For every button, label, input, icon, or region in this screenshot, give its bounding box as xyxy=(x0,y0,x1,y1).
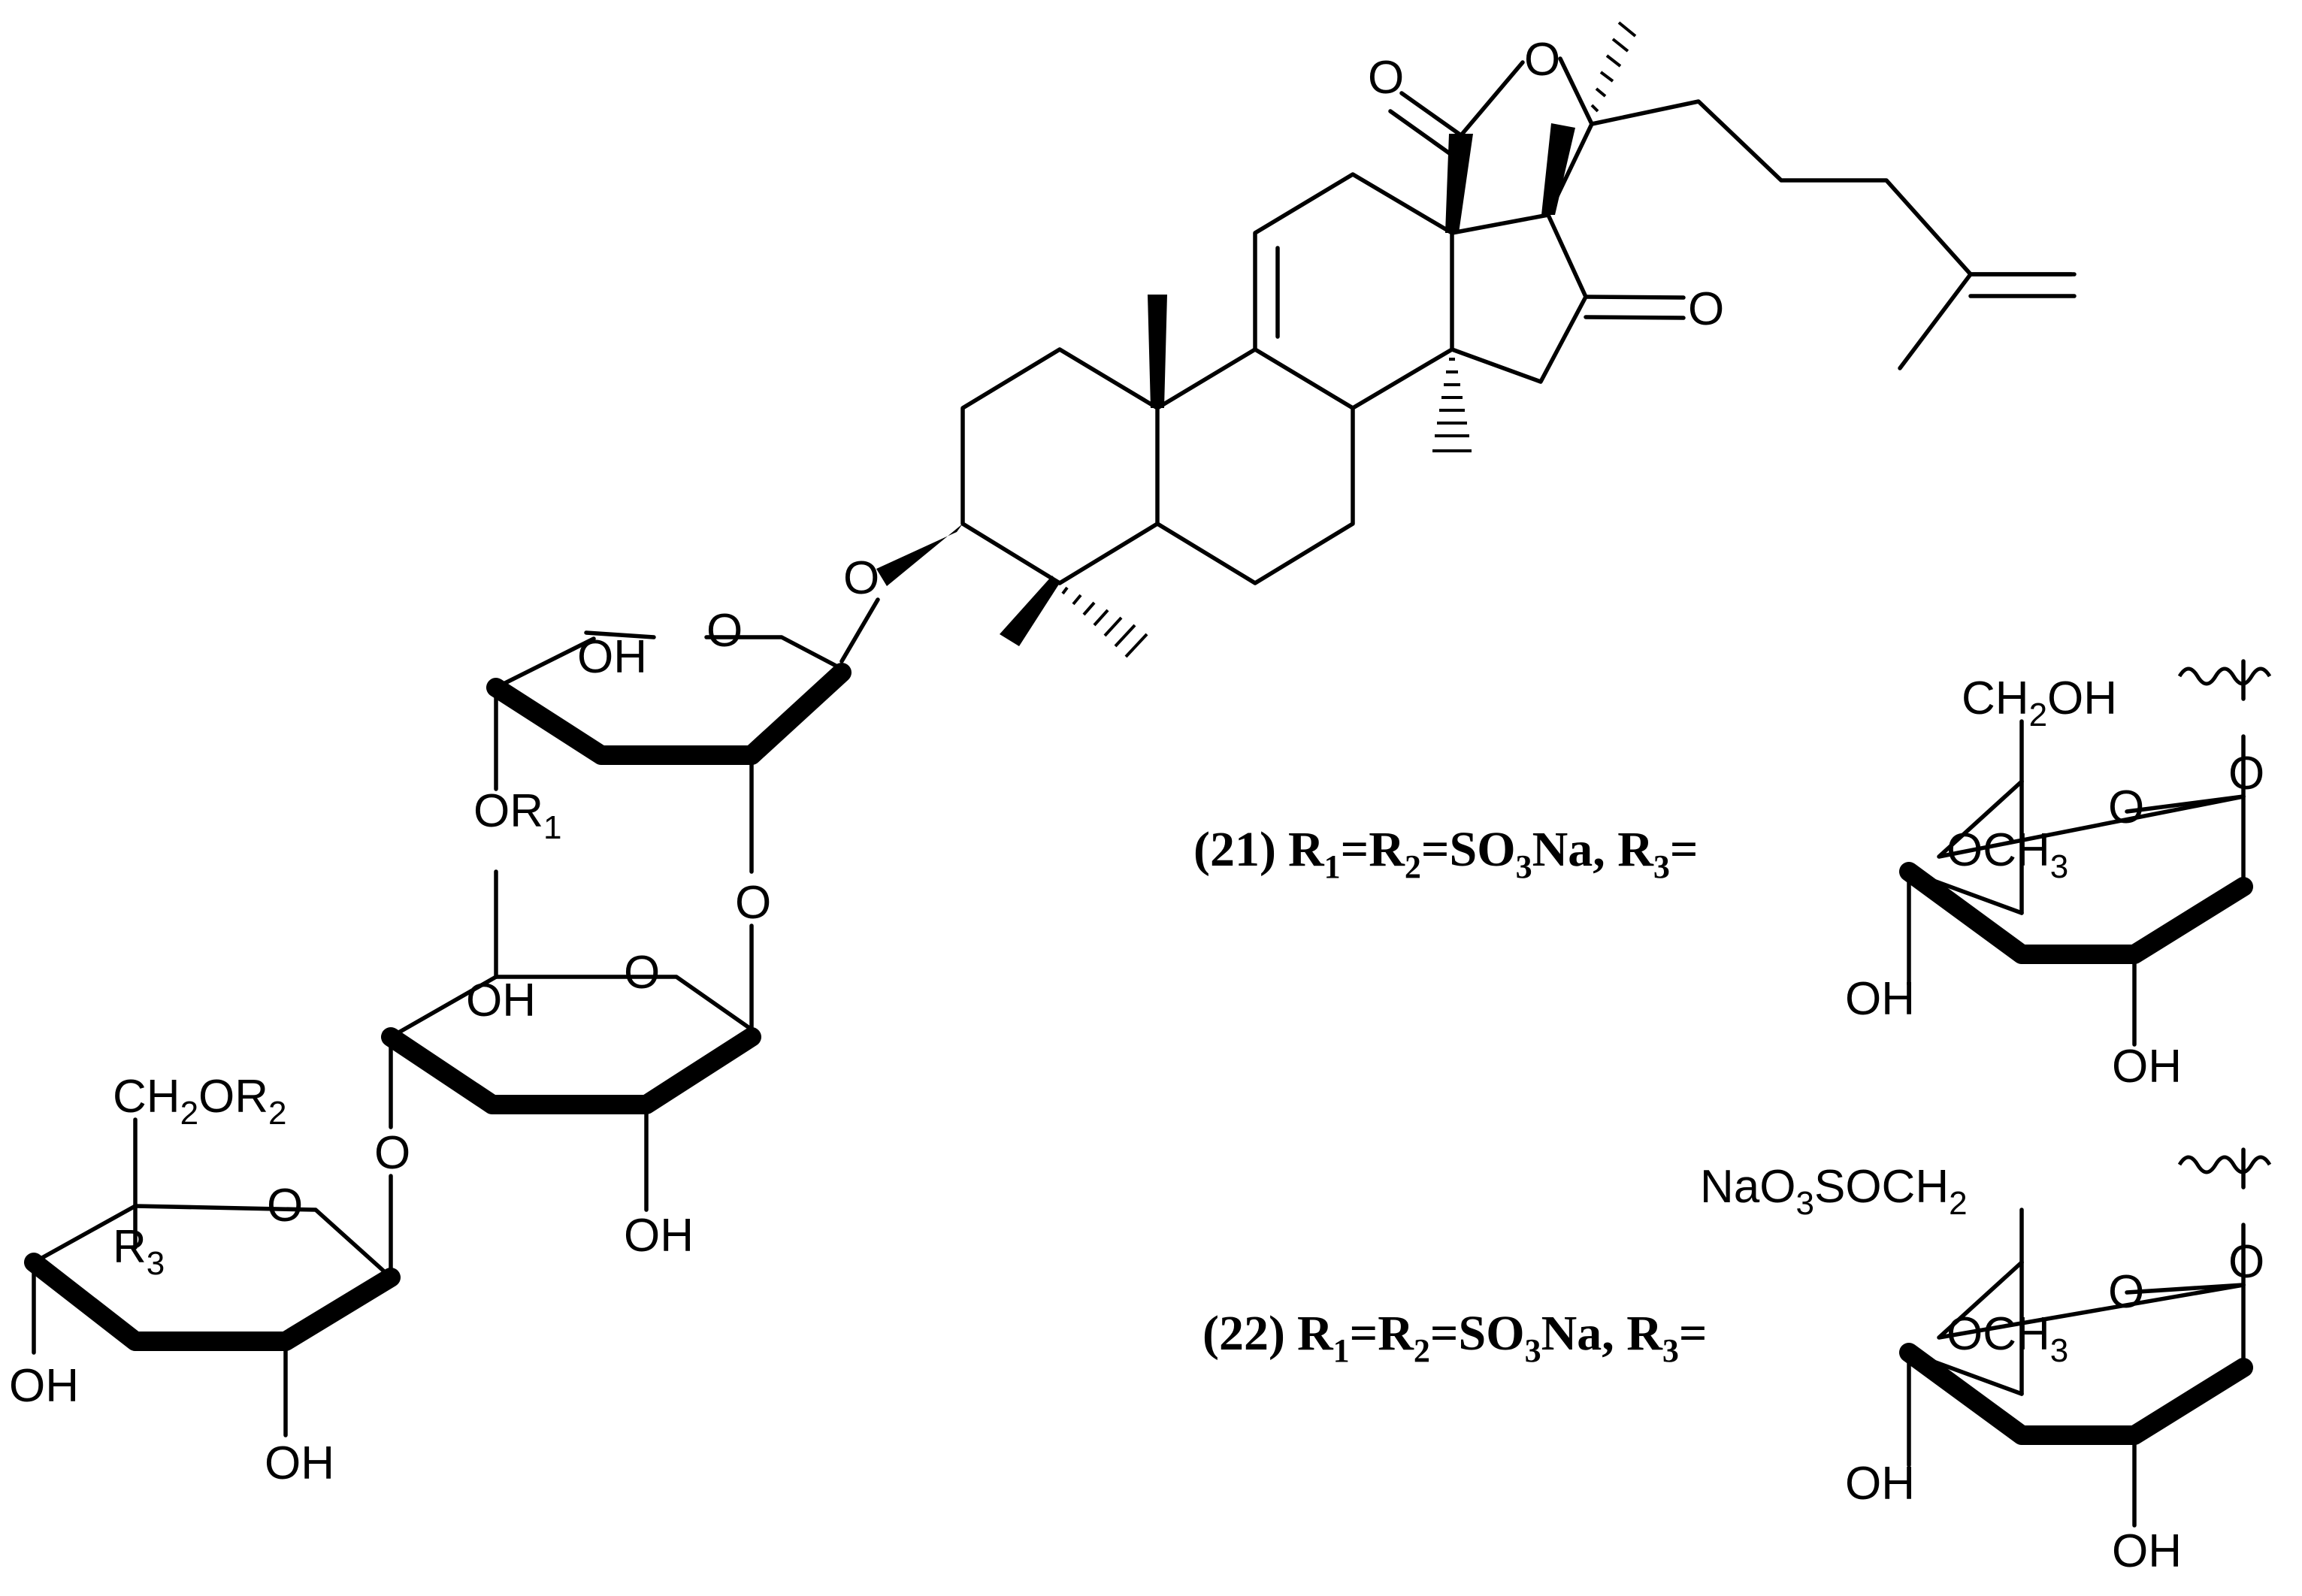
atom-glycosidic-o2: O xyxy=(735,877,771,929)
compound-22-so3-sub: 3 xyxy=(1525,1332,1541,1369)
compound-22-r2-sub: 2 xyxy=(1414,1332,1430,1369)
compound-22-r1-sub: 1 xyxy=(1333,1332,1350,1369)
compound-21-r1: R xyxy=(1288,822,1325,877)
compound-21-r2-sub: 2 xyxy=(1405,848,1421,885)
xylose-or1-main: OR xyxy=(473,785,543,837)
compound-22-substituent: NaO3SOCH2 xyxy=(1700,1161,1968,1222)
quinovose-bonds xyxy=(389,869,754,1212)
compound-21-ch2oh: CH2OH xyxy=(1962,673,2117,733)
compound-22-caption: (22)R1=R2=SO3Na, R3= xyxy=(1202,1306,1708,1369)
terminal-sugar-bonds xyxy=(32,1117,393,1437)
ring-b-bonds xyxy=(1155,347,1355,585)
xylose-ring-top xyxy=(584,630,656,639)
atom-lactone-ring-o: O xyxy=(1524,34,1560,86)
compound-21-och3: OCH3 xyxy=(1947,824,2068,885)
terminal-r3-sub: 3 xyxy=(147,1245,165,1282)
compound-21-ch2-main: CH xyxy=(1962,673,2029,724)
compound-22-eq2: =SO xyxy=(1430,1306,1525,1361)
compound-22-oh-bottom: OH xyxy=(2112,1525,2182,1577)
stereo-wedges xyxy=(876,123,1575,646)
compound-22-attach-o: O xyxy=(2228,1236,2264,1288)
compound-21-eq3: = xyxy=(1670,822,1699,877)
compound-22-r3-sub: 3 xyxy=(1662,1332,1679,1369)
compound-21-eq1: =R xyxy=(1341,822,1406,877)
compound-22-sub-2: 2 xyxy=(1949,1185,1967,1222)
compound-21-ch2-oh: OH xyxy=(2047,673,2117,724)
xylose-or1-sub: 1 xyxy=(543,809,561,846)
atom-xylose-ring-o: O xyxy=(706,605,743,657)
compound-22-ring-o: O xyxy=(2108,1266,2144,1318)
atom-terminal-ch2or2: CH2OR2 xyxy=(113,1071,287,1132)
compound-22-eq1: =R xyxy=(1350,1306,1415,1361)
terminal-ch2-main: CH xyxy=(113,1071,180,1123)
ring-a-bonds xyxy=(960,347,1160,585)
compound-22-och3-main: OCH xyxy=(1947,1308,2050,1360)
compound-22-na: Na, R xyxy=(1541,1306,1664,1361)
compound-21-ch2-sub: 2 xyxy=(2029,697,2047,733)
atom-quinovose-oh-upper: OH xyxy=(466,975,536,1026)
compound-22-sugar-bonds xyxy=(1907,1147,2246,1528)
compound-21-ring-bold-edge xyxy=(1899,862,2253,964)
atom-terminal-ring-o: O xyxy=(267,1180,303,1232)
atom-ketone-o: O xyxy=(1688,283,1724,335)
atom-terminal-oh-left: OH xyxy=(9,1360,79,1412)
compound-22-number: (22) xyxy=(1202,1306,1285,1361)
compound-21-oh-bottom: OH xyxy=(2112,1041,2182,1093)
compound-22-ring-bold-edge xyxy=(1899,1343,2253,1445)
terminal-ch2-sub: 2 xyxy=(180,1095,198,1132)
atom-xylose-or1: OR1 xyxy=(473,785,561,846)
stereo-hashes xyxy=(1061,21,1637,658)
compound-22-attachment-wavy xyxy=(2177,1155,2272,1174)
compound-21-na: Na, R xyxy=(1532,822,1655,877)
quinovose-ring-bold-edge xyxy=(381,1027,761,1114)
xylose-ring-bold-edge xyxy=(486,663,852,765)
compound-22-eq3: = xyxy=(1679,1306,1708,1361)
compound-22-sub-3: 3 xyxy=(1795,1185,1813,1222)
atom-glycosidic-o1: O xyxy=(843,552,879,604)
terminal-r3-main: R xyxy=(113,1221,147,1273)
compound-22-och3: OCH3 xyxy=(1947,1308,2068,1369)
compound-22-r1: R xyxy=(1297,1306,1334,1361)
compound-21-r3-sub: 3 xyxy=(1653,848,1670,885)
atom-xylose-oh: OH xyxy=(577,631,647,683)
atom-lactone-carbonyl-o: O xyxy=(1368,52,1404,104)
atom-quinovose-ring-o: O xyxy=(624,947,660,999)
compound-21-och3-sub: 3 xyxy=(2050,848,2068,885)
compound-21-attachment-wavy xyxy=(2177,667,2272,686)
compound-21-attach-o: O xyxy=(2228,748,2264,800)
compound-21-ring-o: O xyxy=(2108,781,2144,833)
compound-21-och3-main: OCH xyxy=(1947,824,2050,876)
terminal-or2-main: OR xyxy=(198,1071,268,1123)
ring-d-bonds xyxy=(1450,213,1588,384)
compound-22-sub-soch: SOCH xyxy=(1814,1161,1949,1213)
compound-22-och3-sub: 3 xyxy=(2050,1332,2068,1369)
terminal-ring-bold-edge xyxy=(24,1253,401,1351)
ring-c-bonds xyxy=(1253,172,1454,410)
compound-21-eq2: =SO xyxy=(1421,822,1516,877)
compound-22-oh-left: OH xyxy=(1845,1458,1915,1510)
atom-terminal-r3: R3 xyxy=(113,1221,165,1282)
compound-22-sub-na: NaO xyxy=(1700,1161,1795,1213)
compound-21-caption: (21)R1=R2=SO3Na, R3= xyxy=(1193,822,1699,885)
compound-21-number: (21) xyxy=(1193,822,1276,877)
ketone-bonds xyxy=(1584,295,1686,320)
atom-glycosidic-o3: O xyxy=(374,1127,410,1179)
compound-21-oh-left: OH xyxy=(1845,973,1915,1025)
side-chain-bonds xyxy=(1590,99,2077,370)
atom-quinovose-oh-lower: OH xyxy=(624,1210,694,1262)
terminal-or2-sub: 2 xyxy=(268,1095,286,1132)
atom-terminal-oh-bottom: OH xyxy=(265,1437,334,1489)
compound-21-so3-sub: 3 xyxy=(1516,848,1532,885)
compound-21-r1-sub: 1 xyxy=(1324,848,1341,885)
